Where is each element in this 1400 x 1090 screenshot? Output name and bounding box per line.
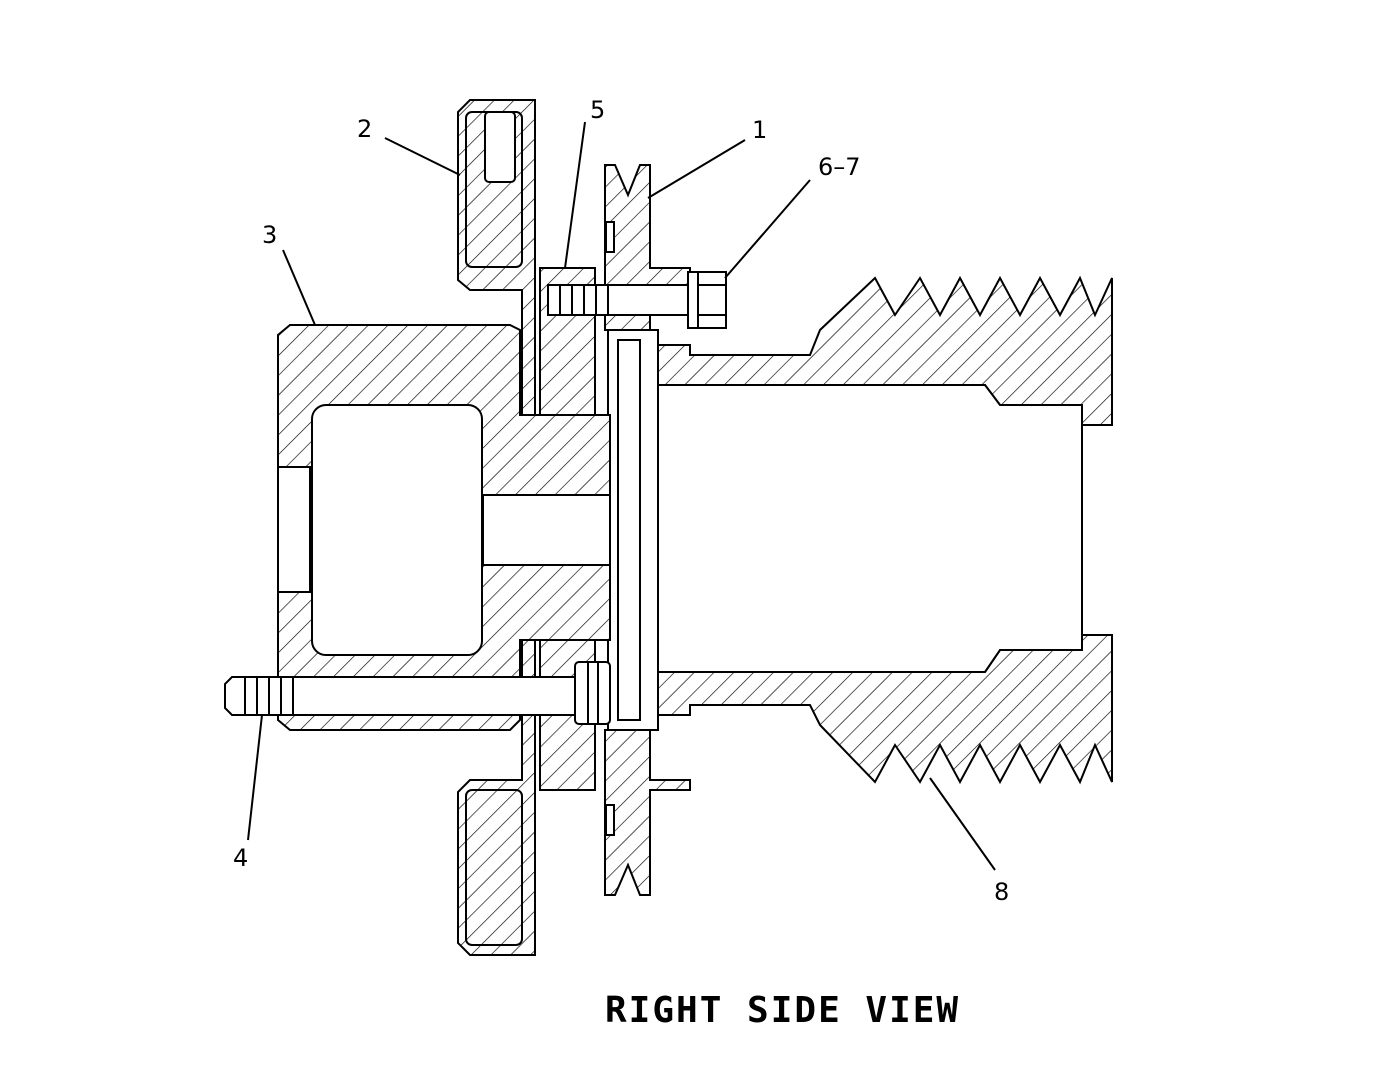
callout-1: 1 [752,116,767,144]
callout-4: 4 [233,844,248,872]
center-disc [607,329,659,731]
callout-3: 3 [262,221,277,249]
pulley-hub-part-8 [649,275,1113,785]
damper-part-2 [457,99,536,956]
view-title: RIGHT SIDE VIEW [605,990,960,1031]
callout-2: 2 [357,115,372,143]
callout-6-7: 6–7 [818,153,861,181]
bolt-part-4 [224,661,611,725]
callout-8: 8 [994,878,1009,906]
callout-5: 5 [590,96,605,124]
bolt-part-6-7 [547,271,727,329]
leader-lines [247,121,996,871]
housing-part-3 [277,324,611,731]
